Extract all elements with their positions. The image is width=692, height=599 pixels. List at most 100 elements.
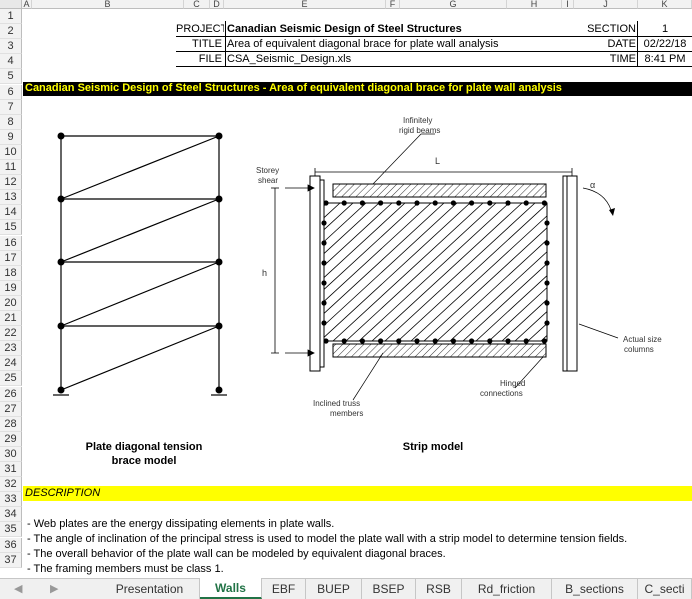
sheet-tab-bar: ◀ ▶ Presentation Walls EBF BUEP BSEP RSB…	[0, 578, 692, 599]
header-border	[176, 66, 692, 67]
project-label: PROJECT	[176, 23, 224, 35]
row-header-10[interactable]: 10	[0, 144, 22, 160]
select-all-corner[interactable]	[0, 0, 22, 9]
row-header-7[interactable]: 7	[0, 99, 22, 115]
strip-model-caption: Strip model	[403, 441, 464, 453]
label-alpha: α	[590, 180, 595, 190]
row-header-14[interactable]: 14	[0, 205, 22, 221]
section-value[interactable]: 1	[661, 23, 669, 35]
tab-next-icon[interactable]: ▶	[50, 583, 59, 595]
label-h: h	[262, 268, 267, 278]
tab-buep[interactable]: BUEP	[306, 579, 362, 599]
row-header-18[interactable]: 18	[0, 265, 22, 281]
tab-b-sections[interactable]: B_sections	[552, 579, 638, 599]
row-header-11[interactable]: 11	[0, 160, 22, 176]
row-header-30[interactable]: 30	[0, 446, 22, 462]
date-label: DATE	[607, 38, 636, 50]
row-header-31[interactable]: 31	[0, 462, 22, 478]
label-l: L	[435, 156, 440, 166]
column-header-b[interactable]: B	[32, 0, 184, 9]
tab-presentation[interactable]: Presentation	[100, 579, 200, 599]
row-header-4[interactable]: 4	[0, 54, 22, 70]
tab-c-sections[interactable]: C_secti	[638, 579, 692, 599]
row-header-22[interactable]: 22	[0, 326, 22, 342]
row-header-36[interactable]: 36	[0, 537, 22, 553]
label-truss-1: Inclined truss	[313, 399, 360, 408]
row-header-28[interactable]: 28	[0, 416, 22, 432]
column-header-a[interactable]: A	[22, 0, 32, 9]
label-rigid-beams-2: rigid beams	[399, 126, 440, 135]
tab-ebf[interactable]: EBF	[262, 579, 306, 599]
label-hinged-2: connections	[480, 389, 523, 398]
column-header-c[interactable]: C	[184, 0, 210, 9]
label-actual-size-2: columns	[624, 345, 654, 354]
tab-rd-friction[interactable]: Rd_friction	[462, 579, 552, 599]
row-header-20[interactable]: 20	[0, 295, 22, 311]
sheet-title-bar[interactable]: Canadian Seismic Design of Steel Structu…	[23, 82, 692, 96]
file-value[interactable]: CSA_Seismic_Design.xls	[227, 53, 352, 65]
row-header-37[interactable]: 37	[0, 552, 22, 568]
row-header-29[interactable]: 29	[0, 431, 22, 447]
header-border	[176, 51, 692, 52]
row-header-5[interactable]: 5	[0, 69, 22, 85]
description-line[interactable]: - The overall behavior of the plate wall…	[27, 548, 446, 560]
description-heading[interactable]: DESCRIPTION	[23, 486, 692, 501]
time-value[interactable]: 8:41 PM	[644, 53, 686, 65]
file-label: FILE	[198, 53, 222, 65]
row-header-12[interactable]: 12	[0, 175, 22, 191]
column-header-e[interactable]: E	[224, 0, 386, 9]
label-storey-1: Storey	[256, 166, 279, 175]
title-value[interactable]: Area of equivalent diagonal brace for pl…	[227, 38, 499, 50]
column-header-h[interactable]: H	[507, 0, 562, 9]
section-label: SECTION	[587, 23, 636, 35]
row-header-33[interactable]: 33	[0, 492, 22, 508]
column-header-k[interactable]: K	[638, 0, 692, 9]
row-header-16[interactable]: 16	[0, 235, 22, 251]
row-header-19[interactable]: 19	[0, 280, 22, 296]
row-header-6[interactable]: 6	[0, 84, 22, 100]
column-header-i[interactable]: I	[562, 0, 574, 9]
description-line[interactable]: - Web plates are the energy dissipating …	[27, 518, 335, 530]
date-value[interactable]: 02/22/18	[643, 38, 687, 50]
label-storey-2: shear	[258, 176, 278, 185]
row-header-9[interactable]: 9	[0, 129, 22, 145]
project-value[interactable]: Canadian Seismic Design of Steel Structu…	[227, 23, 462, 35]
row-header-25[interactable]: 25	[0, 371, 22, 387]
brace-model-caption-1: Plate diagonal tension	[86, 441, 203, 453]
tab-walls[interactable]: Walls	[200, 578, 262, 599]
tab-prev-icon[interactable]: ◀	[14, 583, 23, 595]
row-header-35[interactable]: 35	[0, 522, 22, 538]
column-header-j[interactable]: J	[574, 0, 638, 9]
row-header-1[interactable]: 1	[0, 9, 22, 25]
row-header-13[interactable]: 13	[0, 190, 22, 206]
row-header-24[interactable]: 24	[0, 356, 22, 372]
title-label: TITLE	[192, 38, 222, 50]
description-line[interactable]: - The framing members must be class 1.	[27, 563, 224, 575]
tab-rsb[interactable]: RSB	[416, 579, 462, 599]
brace-model-caption-2: brace model	[112, 455, 177, 467]
row-header-17[interactable]: 17	[0, 250, 22, 266]
tab-bsep[interactable]: BSEP	[362, 579, 416, 599]
column-header-g[interactable]: G	[400, 0, 507, 9]
row-header-8[interactable]: 8	[0, 114, 22, 130]
label-rigid-beams-1: Infinitely	[403, 116, 432, 125]
row-header-2[interactable]: 2	[0, 24, 22, 40]
row-header-26[interactable]: 26	[0, 386, 22, 402]
row-header-34[interactable]: 34	[0, 507, 22, 523]
column-header-f[interactable]: F	[386, 0, 400, 9]
header-border	[637, 21, 638, 67]
brace-model-figure	[53, 132, 227, 396]
figure-area: Infinitely rigid beams Storey shear L h …	[53, 116, 662, 467]
label-hinged-1: Hinged	[500, 379, 525, 388]
row-header-32[interactable]: 32	[0, 477, 22, 493]
column-header-d[interactable]: D	[210, 0, 224, 9]
row-header-27[interactable]: 27	[0, 401, 22, 417]
row-header-3[interactable]: 3	[0, 39, 22, 55]
row-header-23[interactable]: 23	[0, 341, 22, 357]
row-header-21[interactable]: 21	[0, 311, 22, 327]
strip-model-figure: Infinitely rigid beams Storey shear L h …	[256, 116, 662, 418]
description-line[interactable]: - The angle of inclination of the princi…	[27, 533, 628, 545]
header-border	[176, 36, 692, 37]
row-header-15[interactable]: 15	[0, 220, 22, 236]
